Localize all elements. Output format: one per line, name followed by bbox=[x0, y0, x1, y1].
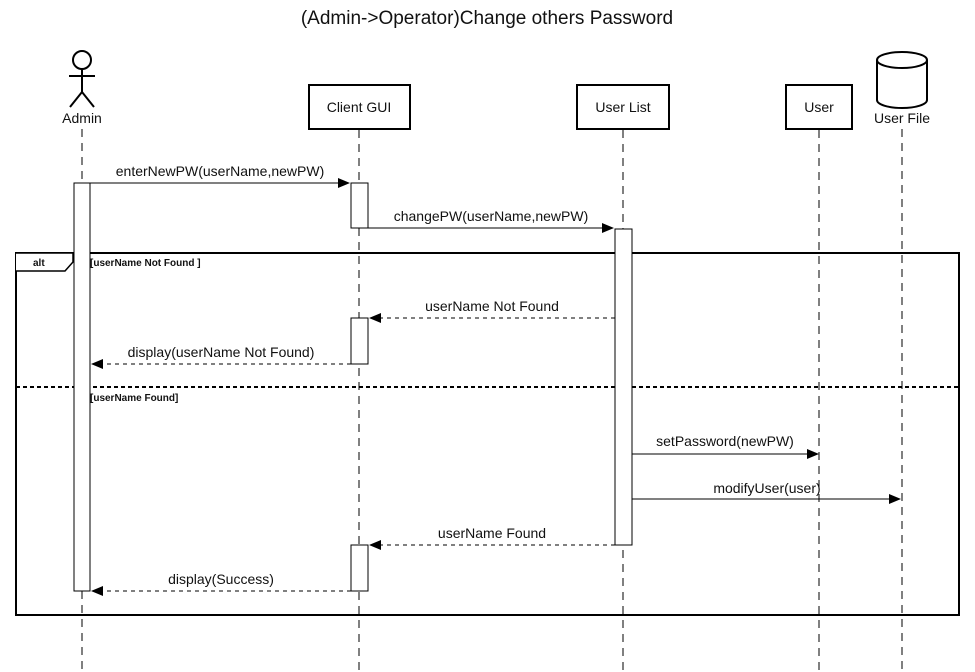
admin-activation bbox=[73, 182, 91, 592]
user-box bbox=[785, 84, 853, 130]
display-not-found-label: display(userName Not Found) bbox=[128, 344, 315, 360]
user-file-database-icon bbox=[876, 51, 928, 109]
enter-new-pw-label: enterNewPW(userName,newPW) bbox=[116, 163, 325, 179]
diagram-title: (Admin->Operator)Change others Password bbox=[301, 8, 673, 29]
display-success-label: display(Success) bbox=[168, 571, 274, 587]
client-gui-activation-1 bbox=[350, 182, 369, 229]
client-gui-box bbox=[308, 84, 411, 130]
alt-fragment bbox=[15, 252, 960, 616]
guard-found: [userName Found] bbox=[90, 393, 178, 404]
found-reply-label: userName Found bbox=[438, 525, 546, 541]
client-gui-activation-2 bbox=[350, 317, 369, 365]
user-list-label: User List bbox=[595, 99, 650, 115]
modify-user-label: modifyUser(user) bbox=[713, 480, 820, 496]
alt-fragment-tab bbox=[16, 252, 74, 272]
client-gui-activation-3 bbox=[350, 544, 369, 592]
admin-actor-icon bbox=[69, 50, 95, 108]
user-label: User bbox=[804, 99, 834, 115]
admin-label: Admin bbox=[62, 110, 102, 126]
not-found-reply-label: userName Not Found bbox=[425, 298, 559, 314]
user-file-label: User File bbox=[874, 110, 930, 126]
set-password-label: setPassword(newPW) bbox=[656, 433, 794, 449]
alt-operator: alt bbox=[33, 258, 45, 269]
client-gui-label: Client GUI bbox=[327, 99, 392, 115]
change-pw-label: changePW(userName,newPW) bbox=[394, 208, 589, 224]
user-list-box bbox=[576, 84, 670, 130]
guard-not-found: [userName Not Found ] bbox=[90, 258, 201, 269]
user-list-activation bbox=[614, 228, 633, 546]
